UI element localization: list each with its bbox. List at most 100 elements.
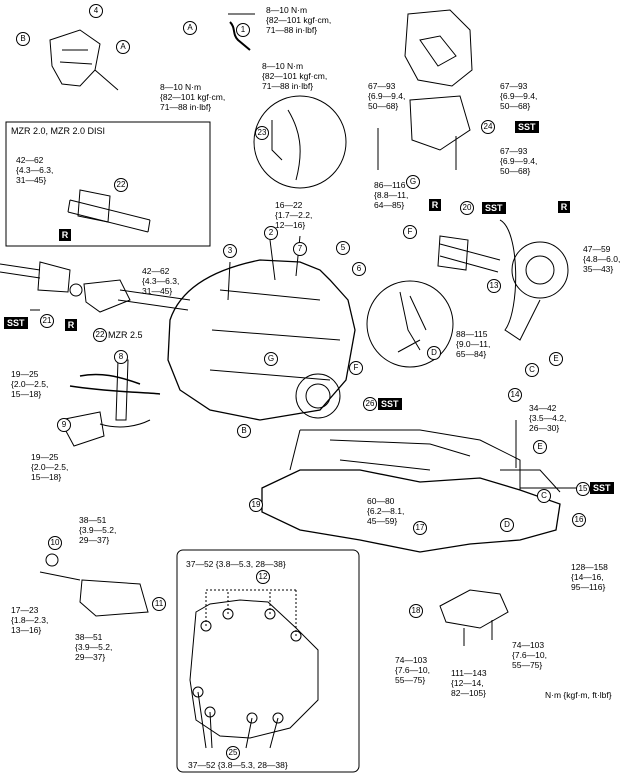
torque-mount-right: 67—93 {6.9—9.4, 50—68} xyxy=(500,81,538,111)
callout-13: 13 xyxy=(487,279,501,293)
callout-22-b: 22 xyxy=(93,328,107,342)
marker-F-2: F xyxy=(349,361,363,375)
torque-hub-nut: 47—59 {4.8—6.0, 35—43} xyxy=(583,244,621,274)
cable-9 xyxy=(99,419,151,428)
knuckle xyxy=(499,219,541,341)
bolt-25-leaders xyxy=(197,691,279,749)
marker-C-2: C xyxy=(537,489,551,503)
marker-D-2: D xyxy=(500,518,514,532)
shaft-22-25-bracket xyxy=(83,279,131,313)
bracket-4 xyxy=(49,29,101,87)
shaft-22-25 xyxy=(117,289,191,311)
callout-3: 3 xyxy=(223,244,237,258)
callout-12: 12 xyxy=(256,570,270,584)
lower-arm-16 xyxy=(500,469,561,493)
front-member-19 xyxy=(261,469,561,553)
bolt-25-a xyxy=(192,686,204,698)
sst-badge-21: SST xyxy=(4,317,28,329)
bolt-12-leaders xyxy=(205,589,297,636)
transaxle-studs xyxy=(227,235,301,301)
driveshaft-20-boot xyxy=(437,235,469,271)
shift-cable xyxy=(69,373,161,395)
callout-2: 2 xyxy=(264,226,278,240)
marker-B-1: B xyxy=(16,32,30,46)
torque-balljoint: 88—115 {9.0—11, 65—84} xyxy=(456,329,491,359)
starter-bracket-bolt xyxy=(39,571,81,581)
torque-wire: 16—22 {1.7—2.2, 12—16} xyxy=(275,200,313,230)
marker-E-1: E xyxy=(549,352,563,366)
torque-bracket-b: 19—25 {2.0—2.5, 15—18} xyxy=(31,452,69,482)
callout-4: 4 xyxy=(89,4,103,18)
torque-mzr20-shaft: 42—62 {4.3—6.3, 31—45} xyxy=(16,155,54,185)
callout-7: 7 xyxy=(293,242,307,256)
marker-G-2: G xyxy=(264,352,278,366)
torque-plate-mid: 111—143 {12—14, 82—105} xyxy=(451,668,487,698)
callout-9: 9 xyxy=(57,418,71,432)
front-member-brace xyxy=(329,439,471,471)
units-note: N·m {kgf·m, ft·lbf} xyxy=(545,690,612,700)
bolt-25-c xyxy=(246,712,258,724)
r-badge-20: R xyxy=(429,199,441,211)
callout-15: 15 xyxy=(576,482,590,496)
marker-F-1: F xyxy=(403,225,417,239)
sst-badge-26: SST xyxy=(378,398,402,410)
front-member-upper xyxy=(289,429,521,490)
sst-badge-24: SST xyxy=(515,121,539,133)
mzr25-label: MZR 2.5 xyxy=(108,330,143,340)
callout-17: 17 xyxy=(413,521,427,535)
marker-B-2: B xyxy=(237,424,251,438)
callout-18: 18 xyxy=(409,604,423,618)
balljoint-arm xyxy=(399,291,427,351)
wire-1 xyxy=(229,21,251,51)
transaxle-housing-hub xyxy=(305,383,331,409)
starter-bracket-10 xyxy=(45,553,59,567)
plate-18-bolts xyxy=(463,620,493,646)
clip-ring-21 xyxy=(69,283,83,297)
transaxle-case-outline xyxy=(189,599,319,739)
mount-bolt-detail-circle xyxy=(253,95,347,189)
marker-D-1: D xyxy=(427,346,441,360)
torque-plate-left: 74—103 {7.6—10, 55—75} xyxy=(395,655,430,685)
callout-1: 1 xyxy=(236,23,250,37)
torque-mount-lower: 67—93 {6.9—9.4, 50—68} xyxy=(500,146,538,176)
driveshaft-21 xyxy=(0,263,41,279)
torque-tierod: 34—42 {3.5—4.2, 26—30} xyxy=(529,403,567,433)
callout-24: 24 xyxy=(481,120,495,134)
callout-16: 16 xyxy=(572,513,586,527)
bracket-4-detail xyxy=(59,49,93,65)
balljoint-bolt xyxy=(397,339,421,353)
r-badge-22: R xyxy=(59,229,71,241)
torque-mzr25-shaft: 42—62 {4.3—6.3, 31—45} xyxy=(142,266,180,296)
r-badge-21: R xyxy=(65,319,77,331)
torque-starter-top: 38—51 {3.9—5.2, 29—37} xyxy=(79,515,117,545)
marker-G-1: G xyxy=(406,175,420,189)
marker-E-2: E xyxy=(533,440,547,454)
shaft-22-ends xyxy=(67,199,151,233)
engine-mount-detail xyxy=(419,35,457,67)
detail-bracket xyxy=(287,109,301,181)
mount-bracket-24 xyxy=(409,95,471,151)
sst-badge-20: SST xyxy=(482,202,506,214)
torque-top-bolt: 8—10 N·m {82—101 kgf·cm, 71—88 in·lbf} xyxy=(266,5,332,35)
starter-11 xyxy=(79,579,149,617)
callout-26: 26 xyxy=(363,397,377,411)
marker-C-1: C xyxy=(525,363,539,377)
torque-member: 60—80 {6.2—8.1, 45—59} xyxy=(367,496,405,526)
callout-6: 6 xyxy=(352,262,366,276)
torque-trans-bot: 37—52 {3.8—5.3, 28—38} xyxy=(188,760,288,770)
callout-23: 23 xyxy=(255,126,269,140)
torque-bracket-a: 19—25 {2.0—2.5, 15—18} xyxy=(11,369,49,399)
detail-bolt-23 xyxy=(271,120,283,161)
mzr20-inset-frame xyxy=(5,121,211,247)
callout-25: 25 xyxy=(226,746,240,760)
torque-inset-bolt: 8—10 N·m {82—101 kgf·cm, 71—88 in·lbf} xyxy=(262,61,328,91)
shaft-22-bearing xyxy=(77,189,111,223)
marker-A-2: A xyxy=(116,40,130,54)
bracket-bolt xyxy=(94,69,119,91)
torque-trans-top: 37—52 {3.8—5.3, 28—38} xyxy=(186,559,286,569)
callout-20: 20 xyxy=(460,201,474,215)
callout-10: 10 xyxy=(48,536,62,550)
transaxle-bolt-inset-frame xyxy=(176,549,360,773)
